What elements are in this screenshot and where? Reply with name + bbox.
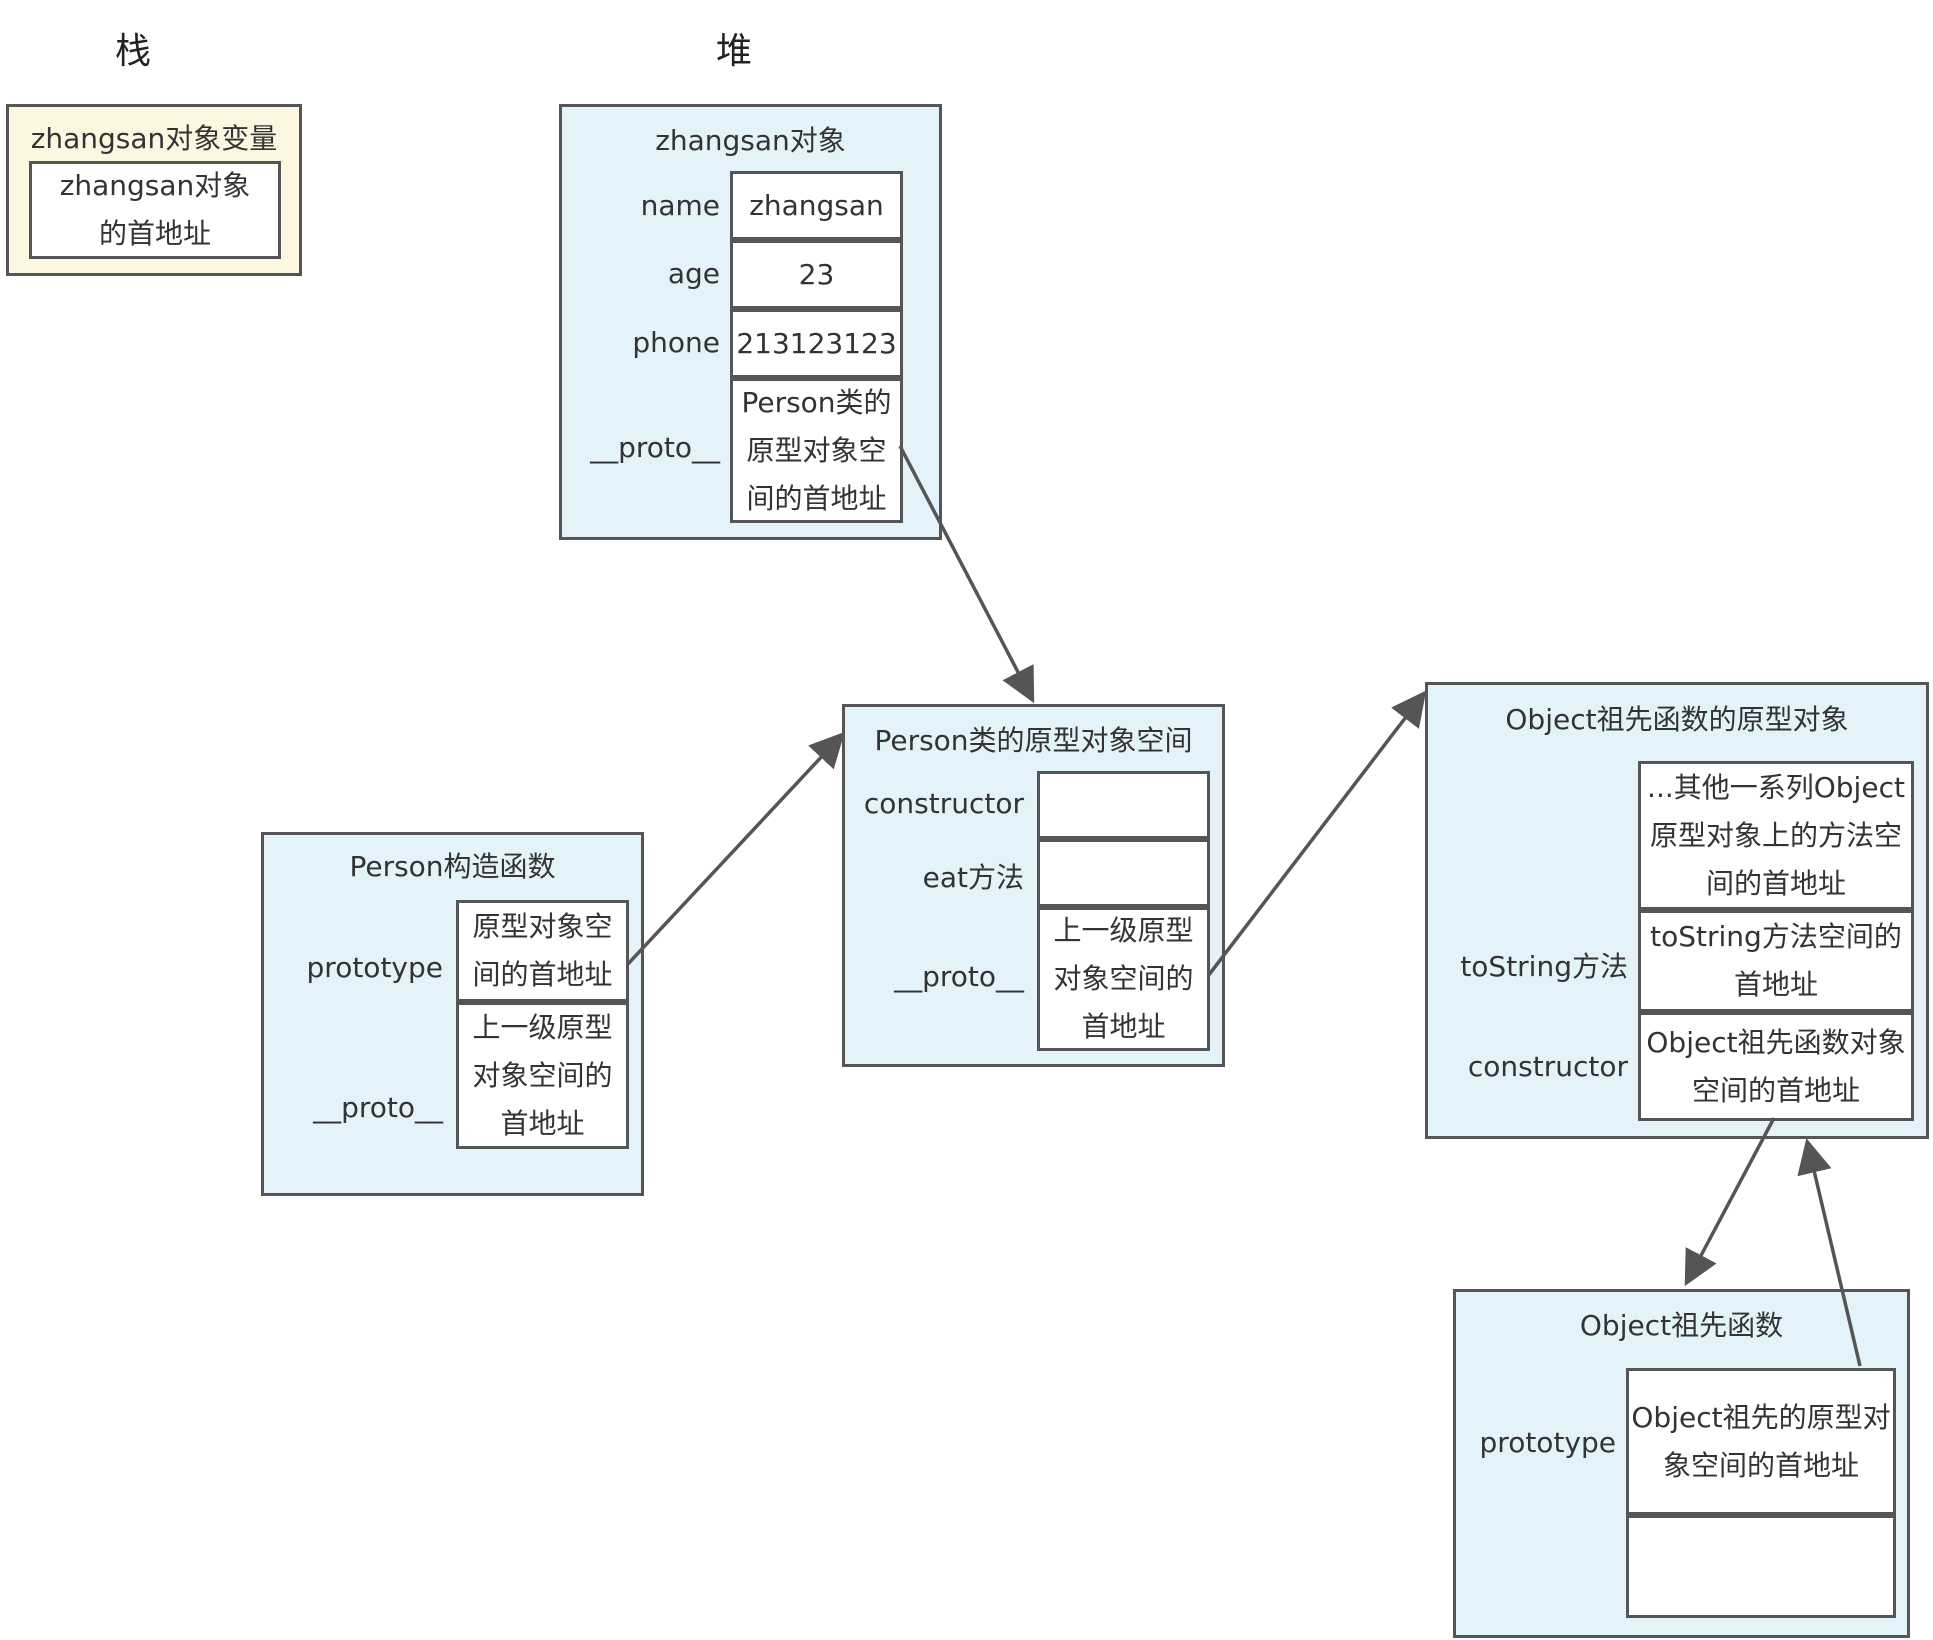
field-label-tostring: toString方法 <box>1460 950 1628 983</box>
field-value-prototype: 原型对象空 间的首地址 <box>456 900 629 1002</box>
field-label-constructor: constructor <box>863 787 1024 820</box>
object-prototype-box: Object祖先函数的原型对象 ...其他一系列Object 原型对象上的方法空… <box>1425 682 1929 1139</box>
field-value-proto: 上一级原型 对象空间的 首地址 <box>456 1002 629 1149</box>
object-constructor-box: Object祖先函数 prototype Object祖先的原型对 象空间的首地… <box>1453 1289 1910 1638</box>
field-value-constructor <box>1037 771 1210 839</box>
field-value-phone: 213123123 <box>730 309 903 378</box>
field-label-age: age <box>667 257 720 290</box>
object-prototype-title: Object祖先函数的原型对象 <box>1505 703 1849 736</box>
field-label-eat: eat方法 <box>922 861 1024 894</box>
person-prototype-title: Person类的原型对象空间 <box>874 724 1193 757</box>
object-constructor-title: Object祖先函数 <box>1579 1309 1784 1342</box>
arrow-object-prototype-constructor-to-object-ctor <box>1684 1117 1776 1287</box>
field-value-name: zhangsan <box>730 171 903 240</box>
stack-section-label: 栈 <box>115 31 152 72</box>
field-value-eat <box>1037 839 1210 907</box>
field-label-name: name <box>640 189 720 222</box>
person-constructor-title: Person构造函数 <box>349 850 556 883</box>
person-constructor-box: Person构造函数 prototype 原型对象空 间的首地址 __proto… <box>261 832 644 1196</box>
field-label-proto: __proto__ <box>313 1091 443 1124</box>
field-label-proto: __proto__ <box>590 431 720 464</box>
field-label-phone: phone <box>632 326 720 359</box>
arrow-zhangsan-proto-to-person-prototype <box>898 445 1035 704</box>
zhangsan-object-box: zhangsan对象 name zhangsan age 23 phone 21… <box>559 104 942 540</box>
stack-variable-value: zhangsan对象 的首地址 <box>29 161 281 259</box>
field-value-proto: Person类的 原型对象空 间的首地址 <box>730 378 903 523</box>
field-value-proto: 上一级原型 对象空间的 首地址 <box>1037 907 1210 1051</box>
field-label-proto: __proto__ <box>894 960 1024 993</box>
stack-variable-box: zhangsan对象变量 zhangsan对象 的首地址 <box>6 104 302 276</box>
stack-variable-title: zhangsan对象变量 <box>30 122 278 155</box>
heap-section-label: 堆 <box>716 31 753 72</box>
field-value-age: 23 <box>730 240 903 309</box>
arrow-object-ctor-prototype-to-object-prototype <box>1797 1138 1862 1367</box>
person-prototype-box: Person类的原型对象空间 constructor eat方法 __proto… <box>842 704 1225 1067</box>
field-label-prototype: prototype <box>306 951 443 984</box>
field-value-prototype: Object祖先的原型对 象空间的首地址 <box>1626 1368 1896 1515</box>
field-value-empty <box>1626 1515 1896 1618</box>
arrow-person-proto-to-object-prototype <box>1206 690 1427 978</box>
field-value-other-methods: ...其他一系列Object 原型对象上的方法空 间的首地址 <box>1638 761 1914 910</box>
field-value-tostring: toString方法空间的 首地址 <box>1638 910 1914 1012</box>
zhangsan-object-title: zhangsan对象 <box>655 124 846 157</box>
field-label-prototype: prototype <box>1479 1426 1616 1459</box>
arrow-person-ctor-prototype-to-person-prototype <box>625 731 845 967</box>
field-label-constructor: constructor <box>1467 1050 1628 1083</box>
field-value-constructor: Object祖先函数对象 空间的首地址 <box>1638 1012 1914 1121</box>
